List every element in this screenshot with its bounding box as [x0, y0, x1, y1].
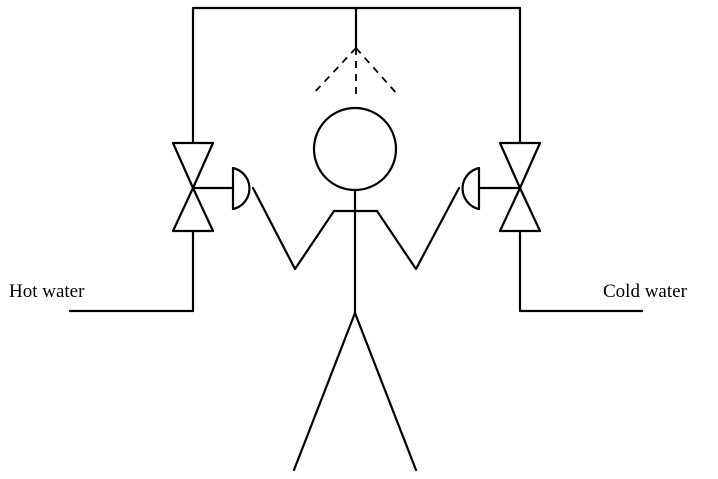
hot-water-valve: [173, 143, 249, 231]
hot-water-pipe: [70, 231, 193, 311]
cold-valve-upper-triangle: [500, 143, 540, 188]
person-left-leg: [294, 313, 355, 470]
cold-water-label: Cold water: [603, 282, 687, 301]
cold-water-valve: [463, 143, 540, 231]
cold-valve-lower-triangle: [500, 188, 540, 231]
person-right-leg: [355, 313, 416, 470]
hot-valve-lower-triangle: [173, 188, 213, 231]
person-left-arm: [253, 188, 334, 269]
hot-valve-upper-triangle: [173, 143, 213, 188]
spray-right: [356, 48, 398, 95]
person-figure: [253, 108, 459, 470]
hot-valve-handle: [233, 168, 249, 209]
person-head: [314, 108, 396, 190]
person-right-arm: [377, 188, 459, 269]
spray-left: [312, 48, 356, 95]
hot-water-label: Hot water: [9, 282, 84, 301]
shower-spray: [312, 48, 398, 98]
cold-valve-handle: [463, 168, 479, 209]
